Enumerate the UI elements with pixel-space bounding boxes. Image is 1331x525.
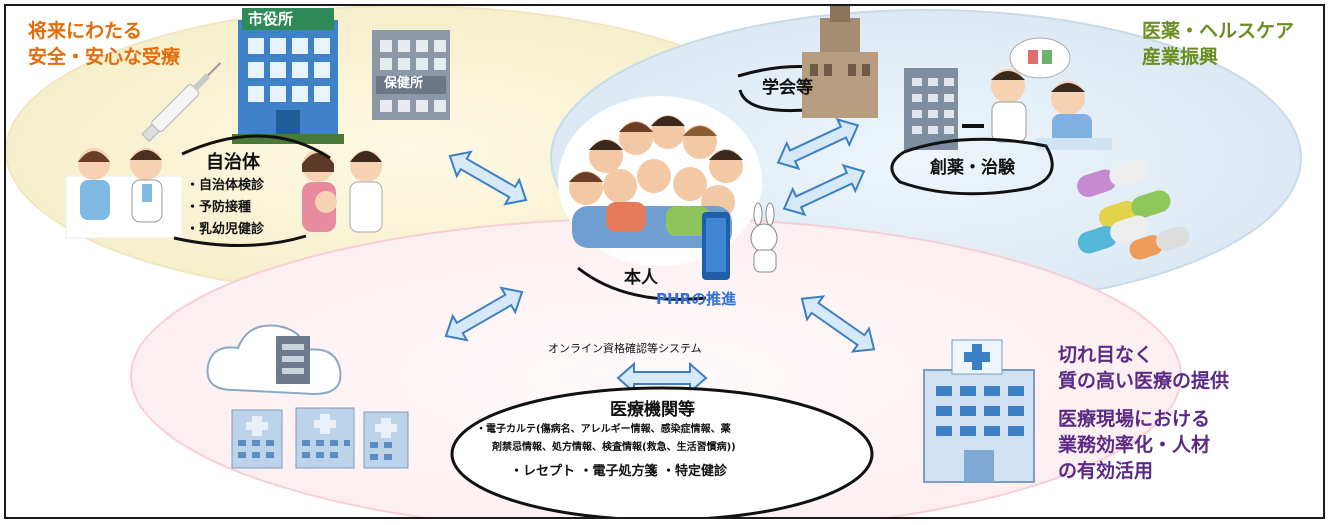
clinic-building-3	[363, 411, 409, 469]
right-header-line1: 医薬・ヘルスケア	[1142, 20, 1295, 42]
phr-label: PHRの推進	[656, 290, 737, 308]
university-building	[802, 6, 878, 118]
capsules-icon	[1077, 158, 1190, 260]
arrow-person-right-hospital[interactable]	[794, 287, 882, 360]
doctor-patient-illustration	[65, 148, 183, 239]
drug-dev-curve	[890, 137, 1054, 196]
person-curve	[577, 266, 707, 301]
office-building	[904, 68, 984, 150]
clinic-building-1	[231, 409, 283, 469]
left-header-line1: 将来にわたる	[28, 20, 143, 42]
clinic-building-2	[295, 407, 355, 469]
health-center-building	[372, 30, 450, 120]
right-text-block1-line1: 切れ目なく	[1058, 344, 1154, 366]
medical-title: 医療機関等	[610, 400, 695, 420]
online-system-label: オンライン資格確認等システム	[548, 342, 702, 355]
health-center-sign: 保健所	[384, 76, 424, 91]
academic-label: 学会等	[762, 78, 813, 98]
arrow-person-drugdev[interactable]	[778, 159, 870, 222]
crowd-illustration	[569, 115, 743, 248]
medical-line1: ・電子カルテ(傷病名、アレルギー情報、感染症情報、薬	[476, 424, 731, 435]
smartphone-icon	[702, 212, 730, 280]
diagram-frame: 将来にわたる 安全・安心な受療 医薬・ヘルスケア 産業振興 市役所 保健所 自治…	[4, 4, 1325, 519]
municipality-curve	[181, 134, 331, 160]
right-text-block1-line2: 質の高い医療の提供	[1058, 370, 1230, 392]
medical-line2: 剤禁忌情報、処方情報、検査情報(救急、生活習慣病))	[492, 442, 736, 453]
arrow-municipality-person[interactable]	[443, 144, 533, 212]
diagram-canvas	[6, 6, 1302, 517]
city-hall-sign: 市役所	[248, 10, 294, 28]
municipality-item-1: ・自治体検診	[186, 178, 265, 193]
municipality-item-2: ・予防接種	[186, 200, 252, 215]
arrow-person-hospitals[interactable]	[439, 280, 529, 348]
right-text-block2-line1: 医療現場における	[1058, 408, 1211, 430]
right-text-block2-line3: の有効活用	[1058, 460, 1154, 482]
arrow-system-medical[interactable]	[616, 361, 708, 395]
right-text-block2-line2: 業務効率化・人材	[1058, 434, 1211, 456]
left-header-line2: 安全・安心な受療	[28, 46, 181, 68]
arrow-person-academic[interactable]	[772, 113, 864, 176]
municipality-curve-bottom	[173, 234, 307, 247]
clinical-trial-illustration	[991, 37, 1112, 150]
right-header-line2: 産業振興	[1142, 46, 1219, 68]
mascot-icon	[750, 202, 778, 273]
mother-baby-illustration	[302, 150, 383, 233]
medical-institutions-ellipse	[450, 386, 874, 517]
hospital-building	[923, 339, 1035, 483]
medical-line3: ・レセプト ・電子処方箋 ・特定健診	[510, 464, 728, 479]
municipality-item-3: ・乳幼児健診	[186, 222, 265, 237]
municipality-title: 自治体	[206, 152, 260, 173]
person-label: 本人	[624, 268, 658, 288]
drug-dev-label: 創薬・治験	[930, 158, 1015, 178]
city-hall-building	[232, 8, 344, 144]
syringe-icon	[141, 62, 222, 143]
cloud-server-icon	[206, 324, 342, 396]
